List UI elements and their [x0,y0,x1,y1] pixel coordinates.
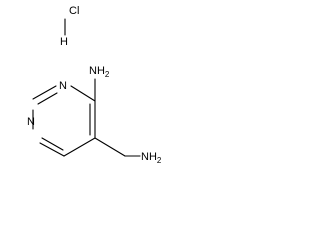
chemical-structure: Cl H N N NH2 NH2 [27,5,162,165]
ring-nitrogen-top-label: N [59,80,67,92]
chlorine-label: Cl [69,5,79,17]
amino-subscript: 2 [105,70,110,79]
methylene-bond [94,137,126,157]
ring-bond-c6-n1-inner [41,137,64,151]
ring-bond-c6-n1 [39,142,65,157]
aminomethyl-nh-text: NH [141,151,157,163]
ring-bond-n3-c4 [70,85,96,102]
hydrogen-label: H [60,36,68,48]
amino-label: NH2 [89,65,110,79]
aminomethyl-subscript: 2 [157,156,162,165]
ring-nitrogen-bottom-label: N [27,116,35,128]
ring-bond-c2-n3-inner [37,92,58,105]
ring-bond-c5-c6 [63,137,96,157]
ring-bond-c2-n3 [32,85,57,100]
amino-nh-text: NH [89,65,105,77]
aminomethyl-label: NH2 [141,151,162,165]
